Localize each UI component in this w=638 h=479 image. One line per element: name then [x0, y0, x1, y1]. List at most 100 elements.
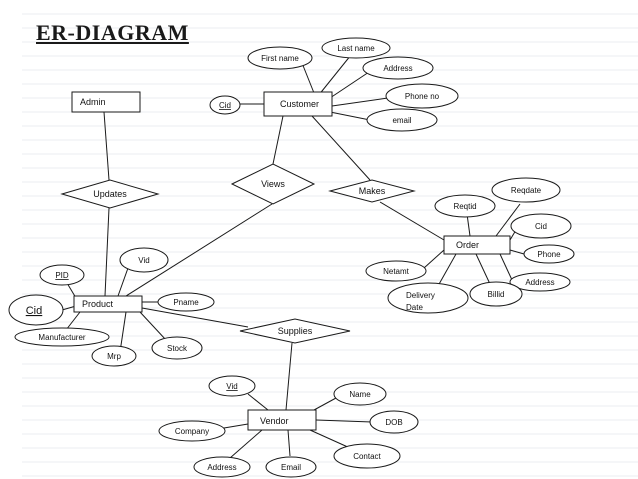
connector-line: [139, 311, 167, 341]
attribute-ellipse: [509, 272, 571, 292]
connector-line: [229, 429, 263, 459]
attribute-label: Manufacturer: [38, 333, 85, 342]
connector-line: [287, 429, 291, 457]
entity-order: Order: [443, 235, 511, 255]
attr-order-reqdate: Reqdate: [491, 177, 561, 203]
connector-line: [379, 201, 445, 241]
entity-admin: Admin: [71, 91, 141, 113]
attribute-ellipse: [434, 194, 496, 218]
relationship-updates: Updates: [60, 179, 160, 209]
attribute-label: Reqtid: [453, 202, 476, 211]
connector-line: [65, 311, 81, 331]
attr-customer-email: email: [366, 108, 438, 132]
attribute-label: First name: [261, 54, 299, 63]
attr-vendor-contact: Contact: [333, 443, 401, 469]
entity-box: [73, 295, 143, 313]
attr-vendor-company: Company: [158, 420, 226, 442]
relationship-supplies: Supplies: [239, 318, 351, 344]
page-title: ER-DIAGRAM: [36, 20, 189, 45]
attribute-label: Vid: [138, 256, 149, 265]
attribute-label: Address: [383, 64, 412, 73]
attribute-label: Name: [349, 390, 371, 399]
attribute-ellipse: [366, 108, 438, 132]
attribute-label: Vid: [226, 382, 237, 391]
attribute-label: Cid: [26, 305, 43, 317]
entity-customer: Customer: [263, 91, 333, 117]
attribute-ellipse: [333, 443, 401, 469]
entity-box: [443, 235, 511, 255]
connector-line: [499, 253, 513, 281]
entity-box: [247, 409, 317, 431]
attribute-label: Contact: [353, 452, 381, 461]
attribute-ellipse: [469, 281, 523, 307]
connector-line: [315, 419, 373, 423]
attribute-ellipse: [362, 56, 434, 80]
relationship-views: Views: [230, 163, 316, 205]
attr-product-manufacturer: Manufacturer: [14, 327, 110, 347]
connector-line: [466, 213, 471, 237]
connector-line: [247, 393, 269, 411]
attr-product-pname: Pname: [157, 292, 215, 312]
entity-vendor: Vendor: [247, 409, 317, 431]
connector-line: [311, 115, 371, 181]
entity-label: Vendor: [260, 416, 289, 426]
connector-line: [437, 253, 457, 287]
entity-box: [263, 91, 333, 117]
attr-order-address: Address: [509, 272, 571, 292]
attr-product-stock: Stock: [151, 336, 203, 360]
attribute-label: Cid: [535, 222, 547, 231]
connector-line: [272, 115, 284, 165]
attr-customer-address: Address: [362, 56, 434, 80]
attr-product-mrp: Mrp: [91, 345, 137, 367]
connector-line: [475, 253, 491, 285]
attribute-ellipse: [265, 456, 317, 478]
connector-line: [331, 97, 389, 107]
connector-line: [117, 267, 129, 297]
attribute-ellipse: [151, 336, 203, 360]
relationship-diamond: [230, 163, 316, 205]
attribute-label: Date: [406, 303, 423, 312]
attribute-label: Delivery: [406, 291, 435, 300]
connector-line: [285, 342, 293, 411]
attribute-label: PID: [55, 271, 69, 280]
attr-order-billid: Billid: [469, 281, 523, 307]
connector-line: [309, 429, 351, 449]
attr-order-reqtid: Reqtid: [434, 194, 496, 218]
attr-vendor-email: Email: [265, 456, 317, 478]
attr-vendor-dob: DOB: [369, 410, 419, 434]
attribute-label: Netamt: [383, 267, 410, 276]
connector-line: [329, 69, 373, 99]
entity-label: Order: [456, 240, 479, 250]
attribute-label: email: [392, 116, 411, 125]
attribute-ellipse: [321, 37, 391, 59]
connector-line: [329, 111, 371, 121]
attribute-ellipse: [193, 456, 251, 478]
relationship-label: Updates: [93, 189, 127, 199]
attribute-label: Cid: [219, 101, 231, 110]
attribute-ellipse: [385, 83, 459, 109]
connector-line: [423, 249, 445, 269]
attribute-ellipse: [158, 420, 226, 442]
attribute-label: Company: [175, 427, 209, 436]
attr-vendor-vid: Vid: [208, 375, 256, 397]
relationship-diamond: [239, 318, 351, 344]
entity-product: Product: [73, 295, 143, 313]
attribute-label: Stock: [167, 344, 188, 353]
relationship-makes: Makes: [328, 179, 416, 203]
attribute-ellipse: [209, 95, 241, 115]
attribute-label: Pname: [173, 298, 199, 307]
attribute-ellipse: [510, 213, 572, 239]
attr-customer-phone: Phone no: [385, 83, 459, 109]
connector-line: [509, 249, 525, 255]
connectors: [61, 49, 525, 459]
attr-vendor-name: Name: [333, 382, 387, 406]
entity-label: Product: [82, 299, 114, 309]
attribute-ellipse: [14, 327, 110, 347]
attribute-label: Address: [207, 463, 236, 472]
attribute-ellipse: [491, 177, 561, 203]
attribute-label: Email: [281, 463, 301, 472]
attribute-ellipse: [208, 375, 256, 397]
entity-label: Customer: [280, 99, 319, 109]
attribute-label: Address: [525, 278, 554, 287]
